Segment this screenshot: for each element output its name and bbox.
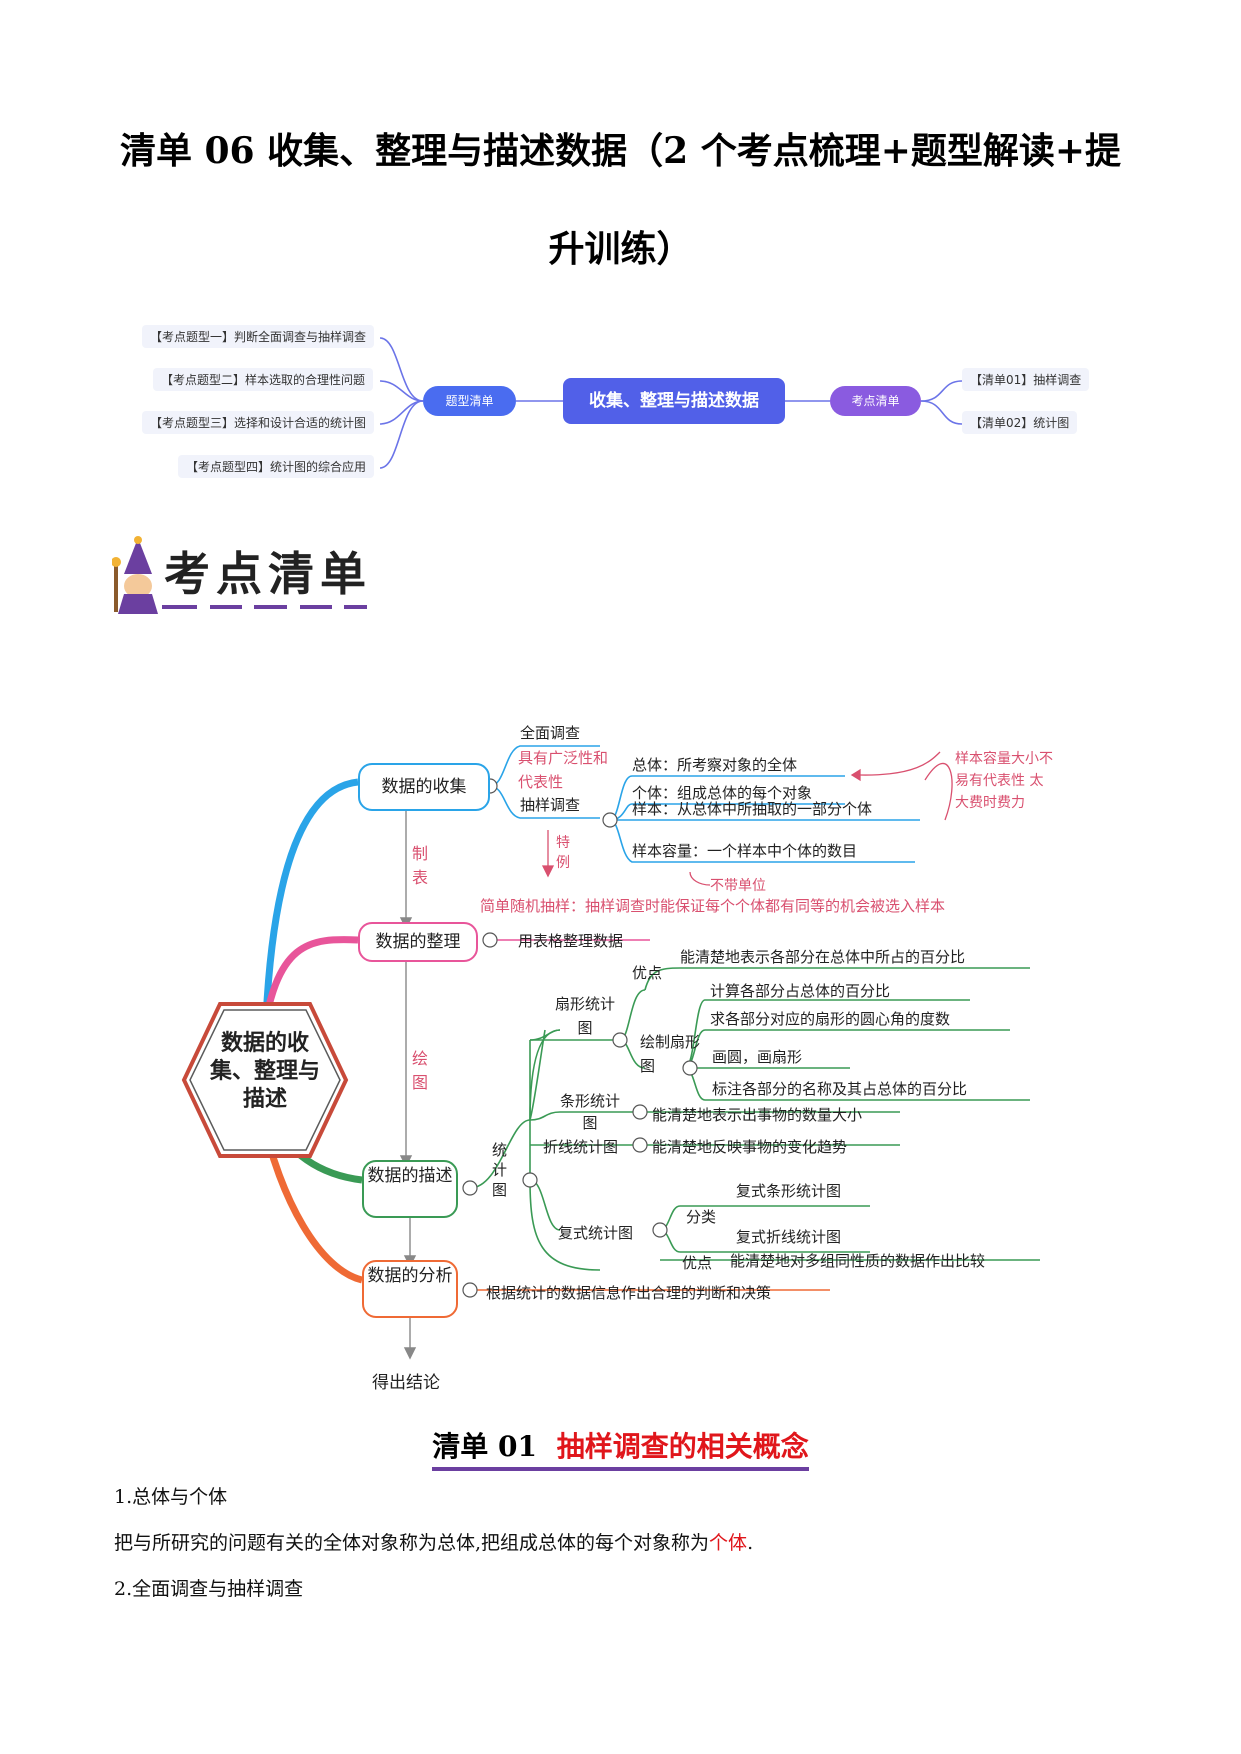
paragraph-heading-2: 2.全面调查与抽样调查 bbox=[114, 1578, 304, 1600]
sample-survey: 抽样调查 bbox=[520, 796, 581, 814]
banner-title: 考点清单 bbox=[164, 547, 372, 601]
stat-chart-label: 统计图 bbox=[492, 1141, 508, 1199]
page-title-continued: 升训练） bbox=[548, 228, 693, 270]
compound-bar: 复式条形统计图 bbox=[736, 1182, 842, 1200]
classify-label: 分类 bbox=[686, 1208, 717, 1226]
node-describe: 数据的描述 bbox=[362, 1160, 458, 1218]
pie-step-2: 求各部分对应的扇形的圆心角的度数 bbox=[710, 1010, 951, 1028]
line-chart-label: 折线统计图 bbox=[543, 1138, 619, 1156]
overview-mindmap: 【考点题型一】判断全面调查与抽样调查 【考点题型二】样本选取的合理性问题 【考点… bbox=[0, 320, 1241, 490]
overview-right-branch: 考点清单 bbox=[830, 386, 921, 416]
line-chart-desc: 能清楚地反映事物的变化趋势 bbox=[652, 1138, 848, 1156]
simple-random-sampling: 简单随机抽样：抽样调查时能保证每个个体都有同等的机会被选入样本 bbox=[480, 897, 946, 915]
sample-size-note: 样本容量大小不易有代表性 太大费时费力 bbox=[955, 751, 1053, 811]
overview-connectors bbox=[379, 337, 963, 469]
pie-step-1: 计算各部分占总体的百分比 bbox=[710, 982, 891, 1000]
wizard-icon bbox=[112, 536, 158, 614]
overview-left-item-3: 【考点题型三】选择和设计合适的统计图 bbox=[142, 411, 375, 434]
center-hexagon bbox=[181, 1002, 349, 1158]
pie-draw-label: 绘制扇形图 bbox=[640, 1033, 701, 1075]
overview-center: 收集、整理与描述数据 bbox=[563, 378, 785, 424]
mindmap-center: 数据的收集、整理与描述 bbox=[209, 1031, 320, 1112]
analyze-item: 根据统计的数据信息作出合理的判断和决策 bbox=[486, 1284, 772, 1302]
compound-advantage: 能清楚地对多组同性质的数据作出比较 bbox=[730, 1252, 986, 1270]
overview-left-item-1: 【考点题型一】判断全面调查与抽样调查 bbox=[142, 325, 375, 348]
page-title: 清单 06 收集、整理与描述数据（2 个考点梳理+题型解读+提 bbox=[119, 130, 1122, 172]
compound-advantage-label: 优点 bbox=[682, 1254, 713, 1272]
main-mindmap: 数据的收集、整理与描述 数据的收集 数据的整理 数据的描述 数据的分析 得出结论… bbox=[0, 700, 1241, 1400]
pie-advantage-label: 优点 bbox=[632, 964, 663, 982]
overview-left-branch: 题型清单 bbox=[423, 386, 516, 416]
label-tabulate: 制表 bbox=[412, 844, 429, 887]
overview-left-item-4: 【考点题型四】统计图的综合应用 bbox=[178, 455, 375, 478]
node-analyze: 数据的分析 bbox=[362, 1260, 458, 1318]
mindmap-connectors bbox=[258, 745, 1040, 1360]
node-collect: 数据的收集 bbox=[358, 763, 490, 811]
special-case-label: 特例 bbox=[556, 835, 570, 871]
pie-step-3: 画圆，画扇形 bbox=[712, 1048, 803, 1066]
paragraph-heading-1: 1.总体与个体 bbox=[114, 1486, 228, 1508]
section-banner: 考点清单 bbox=[112, 534, 372, 619]
concept-population: 总体：所考察对象的全体 bbox=[632, 756, 798, 774]
pie-chart-label: 扇形统计图 bbox=[555, 995, 616, 1037]
conclusion-text: 得出结论 bbox=[372, 1373, 440, 1393]
bar-chart-label: 条形统计图 bbox=[560, 1092, 621, 1132]
highlight-individual: 个体 bbox=[709, 1532, 748, 1554]
full-survey-note: 具有广泛性和代表性 bbox=[518, 749, 609, 791]
organize-item: 用表格整理数据 bbox=[518, 932, 624, 950]
concept-individual: 个体：组成总体的每个对象 bbox=[632, 784, 813, 802]
paragraph-1-text: 把与所研究的问题有关的全体对象称为总体,把组成总体的每个对象称为 bbox=[114, 1532, 710, 1554]
banner-underline bbox=[162, 605, 367, 609]
section-heading: 清单 01 抽样调查的相关概念 bbox=[0, 1425, 1241, 1471]
no-unit-note: 不带单位 bbox=[710, 878, 766, 894]
pie-step-4: 标注各部分的名称及其占总体的百分比 bbox=[712, 1080, 968, 1098]
full-survey: 全面调查 bbox=[520, 724, 581, 742]
overview-left-item-2: 【考点题型二】样本选取的合理性问题 bbox=[153, 368, 374, 391]
section-prefix: 清单 01 bbox=[432, 1430, 537, 1463]
concept-sample: 样本：从总体中所抽取的一部分个体 bbox=[632, 800, 873, 818]
bar-chart-desc: 能清楚地表示出事物的数量大小 bbox=[652, 1106, 863, 1124]
paragraph-1: 把与所研究的问题有关的全体对象称为总体,把组成总体的每个对象称为个体. bbox=[114, 1528, 753, 1555]
paragraph-1-end: . bbox=[747, 1532, 754, 1554]
overview-right-item-2: 【清单02】统计图 bbox=[962, 411, 1078, 434]
compound-line: 复式折线统计图 bbox=[736, 1228, 842, 1246]
section-title: 抽样调查的相关概念 bbox=[556, 1430, 809, 1463]
concept-sample-size: 样本容量：一个样本中个体的数目 bbox=[632, 842, 858, 860]
overview-right-item-1: 【清单01】抽样调查 bbox=[962, 368, 1090, 391]
node-organize: 数据的整理 bbox=[358, 922, 478, 962]
compound-chart-label: 复式统计图 bbox=[558, 1224, 634, 1242]
pie-advantage: 能清楚地表示各部分在总体中所占的百分比 bbox=[680, 948, 966, 966]
label-draw: 绘图 bbox=[412, 1049, 429, 1092]
